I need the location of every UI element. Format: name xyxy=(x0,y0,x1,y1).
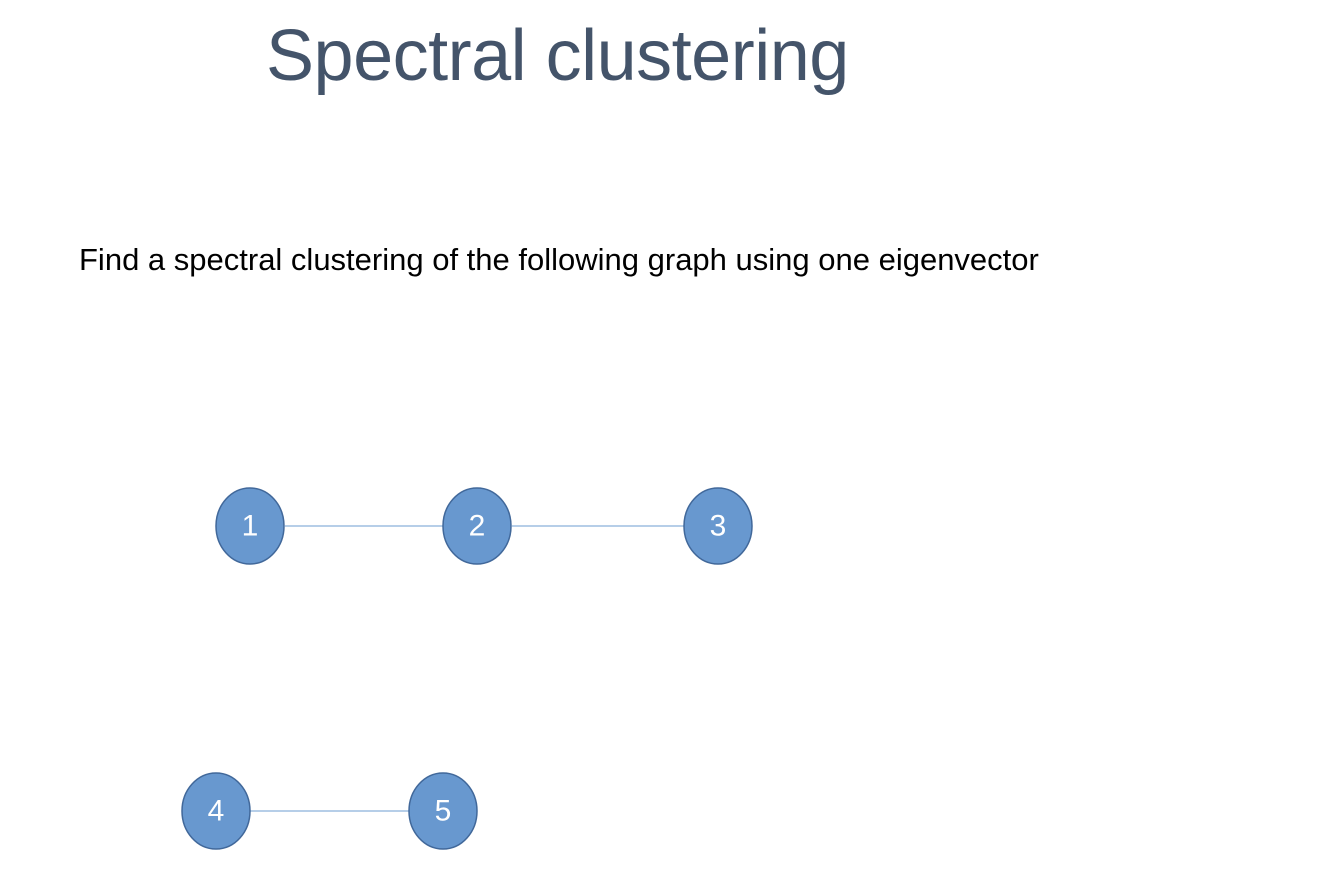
node-2: 2 xyxy=(442,487,512,565)
node-1: 1 xyxy=(215,487,285,565)
node-3-label: 3 xyxy=(710,510,727,543)
node-4: 4 xyxy=(181,772,251,850)
node-2-label: 2 xyxy=(469,510,486,543)
node-3: 3 xyxy=(683,487,753,565)
node-5-label: 5 xyxy=(435,795,452,828)
slide-title: Spectral clustering xyxy=(266,16,849,96)
node-1-label: 1 xyxy=(242,510,259,543)
edge-layer xyxy=(250,525,684,812)
node-layer: 1 2 3 4 5 xyxy=(181,487,753,850)
node-5: 5 xyxy=(408,772,478,850)
slide-prompt: Find a spectral clustering of the follow… xyxy=(79,242,1039,277)
node-4-label: 4 xyxy=(208,795,225,828)
